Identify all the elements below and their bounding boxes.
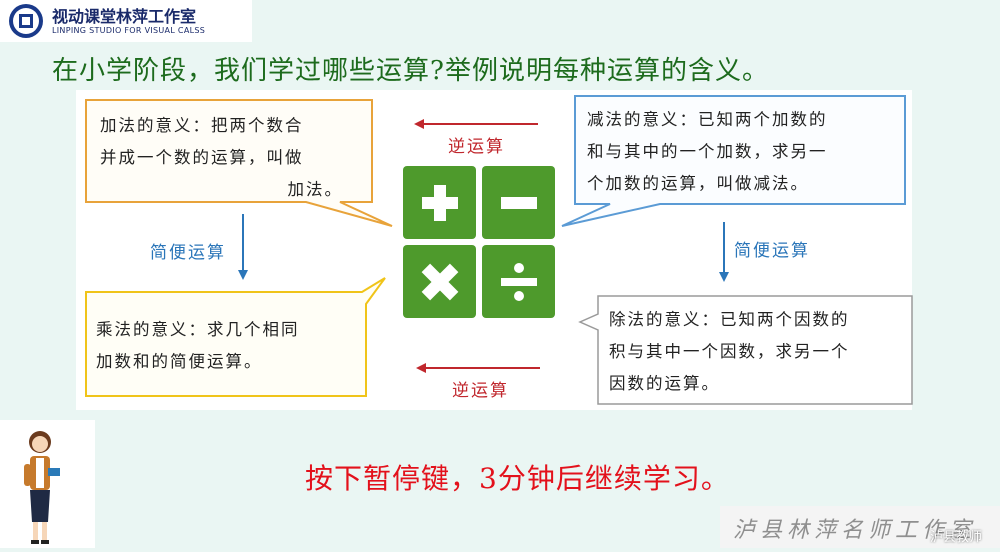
inverse-label-bottom: 逆运算 [452, 381, 509, 401]
logo-subtitle: LINPING STUDIO FOR VISUAL CALSS [52, 25, 206, 35]
subtraction-line-1: 减法的意义：已知两个加数的 [587, 110, 828, 129]
division-line-3: 因数的运算。 [609, 374, 720, 393]
addition-callout [85, 99, 393, 227]
operations-keypad [403, 166, 555, 318]
watermark-panel [720, 506, 1000, 548]
simple-label-left: 简便运算 [150, 243, 226, 263]
times-icon [421, 263, 458, 300]
question-heading: 在小学阶段，我们学过哪些运算?举例说明每种运算的含义。 [52, 56, 769, 86]
studio-logo: 视动课堂林萍工作室 LINPING STUDIO FOR VISUAL CALS… [0, 0, 252, 42]
addition-line-3: 加法。 [287, 180, 343, 199]
studio-emblem-icon [9, 4, 43, 38]
division-text: 除法的意义：已知两个因数的 积与其中一个因数，求另一个 因数的运算。 [609, 304, 914, 400]
multiplication-text: 乘法的意义：求几个相同 加数和的简便运算。 [96, 314, 366, 378]
teacher-illustration [0, 420, 95, 548]
minus-icon [500, 196, 537, 209]
subtraction-callout [561, 95, 906, 227]
logo-title: 视动课堂林萍工作室 [52, 6, 197, 26]
division-line-1: 除法的意义：已知两个因数的 [609, 310, 850, 329]
pause-instruction: 按下暂停键，3分钟后继续学习。 [305, 462, 730, 495]
multiplication-callout [85, 277, 386, 397]
division-line-2: 积与其中一个因数，求另一个 [609, 342, 850, 361]
division-callout [578, 295, 913, 405]
divide-key [482, 245, 555, 318]
teacher-icon [24, 431, 60, 544]
multiplication-line-1: 乘法的意义：求几个相同 [96, 320, 300, 339]
multiplication-line-2: 加数和的简便运算。 [96, 352, 263, 371]
subtraction-line-3: 个加数的运算，叫做减法。 [587, 174, 809, 193]
addition-text: 加法的意义：把两个数合 并成一个数的运算，叫做 加法。 [100, 110, 365, 206]
divide-icon [500, 262, 537, 301]
addition-line-2: 并成一个数的运算，叫做 [100, 148, 304, 167]
plus-key [403, 166, 476, 239]
minus-key [482, 166, 555, 239]
times-key [403, 245, 476, 318]
studio-watermark: 泸县林萍名师工作室 [733, 518, 977, 543]
inverse-label-top: 逆运算 [448, 137, 505, 157]
simple-label-right: 简便运算 [734, 241, 810, 261]
subtraction-text: 减法的意义：已知两个加数的 和与其中的一个加数，求另一 个加数的运算，叫做减法。 [587, 104, 907, 200]
subtraction-line-2: 和与其中的一个加数，求另一 [587, 142, 828, 161]
corner-watermark: 泸县教师 [930, 530, 983, 545]
addition-line-1: 加法的意义：把两个数合 [100, 116, 304, 135]
plus-icon [421, 184, 458, 221]
